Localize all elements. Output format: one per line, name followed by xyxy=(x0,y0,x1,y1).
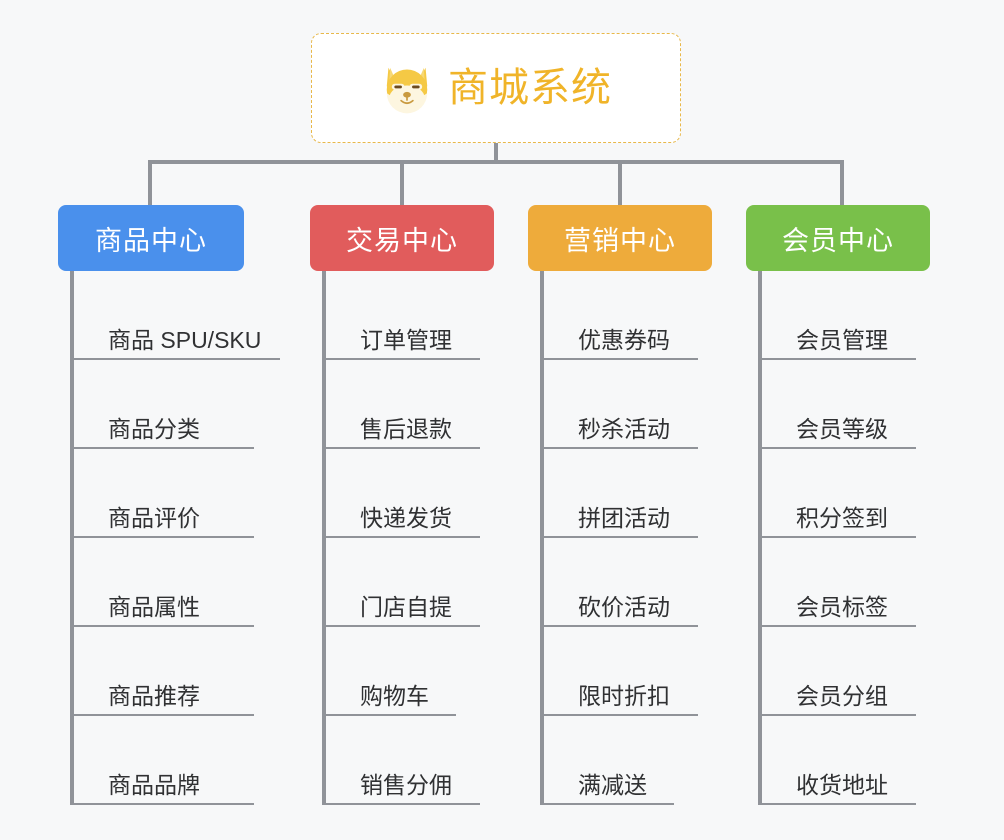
leaf-label: 限时折扣 xyxy=(578,682,670,709)
leaf-label: 优惠券码 xyxy=(578,326,670,353)
leaf-label: 秒杀活动 xyxy=(578,415,670,442)
leaf-item[interactable]: 订单管理 xyxy=(326,271,480,360)
leaf-item[interactable]: 砍价活动 xyxy=(544,538,698,627)
leaf-label: 会员标签 xyxy=(796,593,888,620)
leaf-label: 满减送 xyxy=(578,771,647,798)
leaf-item[interactable]: 销售分佣 xyxy=(326,716,480,805)
category-box-3[interactable]: 营销中心 xyxy=(528,205,712,271)
leaf-item[interactable]: 购物车 xyxy=(326,627,456,716)
leaf-spine-1 xyxy=(70,271,74,805)
leaf-item[interactable]: 积分签到 xyxy=(762,449,916,538)
leaf-item[interactable]: 商品属性 xyxy=(74,538,254,627)
leaf-item[interactable]: 商品分类 xyxy=(74,360,254,449)
connector-root-stem xyxy=(494,143,498,164)
leaf-item[interactable]: 拼团活动 xyxy=(544,449,698,538)
category-label-3: 营销中心 xyxy=(564,225,676,256)
leaf-label: 会员管理 xyxy=(796,326,888,353)
leaf-label: 商品属性 xyxy=(108,593,200,620)
leaf-spine-3 xyxy=(540,271,544,805)
leaf-label: 销售分佣 xyxy=(360,771,452,798)
leaf-label: 收货地址 xyxy=(796,771,888,798)
leaf-item[interactable]: 限时折扣 xyxy=(544,627,698,716)
leaf-label: 积分签到 xyxy=(796,504,888,531)
leaf-label: 售后退款 xyxy=(360,415,452,442)
category-label-4: 会员中心 xyxy=(782,225,894,256)
leaf-item[interactable]: 快递发货 xyxy=(326,449,480,538)
dog-face-icon xyxy=(380,61,434,115)
leaf-item[interactable]: 商品品牌 xyxy=(74,716,254,805)
category-box-4[interactable]: 会员中心 xyxy=(746,205,930,271)
leaf-label: 商品 SPU/SKU xyxy=(108,326,262,353)
leaf-label: 商品推荐 xyxy=(108,682,200,709)
leaf-label: 商品评价 xyxy=(108,504,200,531)
leaf-item[interactable]: 商品推荐 xyxy=(74,627,254,716)
leaf-item[interactable]: 商品 SPU/SKU xyxy=(74,271,280,360)
leaf-item[interactable]: 会员等级 xyxy=(762,360,916,449)
category-box-2[interactable]: 交易中心 xyxy=(310,205,494,271)
connector-drop-3 xyxy=(618,160,622,206)
category-label-2: 交易中心 xyxy=(346,225,458,256)
leaf-label: 商品品牌 xyxy=(108,771,200,798)
leaf-label: 砍价活动 xyxy=(578,593,670,620)
leaf-label: 会员等级 xyxy=(796,415,888,442)
connector-horizontal-bus xyxy=(148,160,844,164)
leaf-label: 商品分类 xyxy=(108,415,200,442)
connector-drop-1 xyxy=(148,160,152,206)
leaf-item[interactable]: 会员管理 xyxy=(762,271,916,360)
category-box-1[interactable]: 商品中心 xyxy=(58,205,244,271)
leaf-label: 订单管理 xyxy=(360,326,452,353)
root-title: 商城系统 xyxy=(448,66,612,110)
leaf-label: 购物车 xyxy=(360,682,429,709)
leaf-item[interactable]: 秒杀活动 xyxy=(544,360,698,449)
leaf-spine-2 xyxy=(322,271,326,805)
leaf-spine-4 xyxy=(758,271,762,805)
connector-drop-4 xyxy=(840,160,844,206)
root-node[interactable]: 商城系统 xyxy=(311,33,681,143)
leaf-item[interactable]: 收货地址 xyxy=(762,716,916,805)
connector-drop-2 xyxy=(400,160,404,206)
category-label-1: 商品中心 xyxy=(95,225,207,256)
leaf-item[interactable]: 满减送 xyxy=(544,716,674,805)
leaf-label: 拼团活动 xyxy=(578,504,670,531)
leaf-label: 会员分组 xyxy=(796,682,888,709)
leaf-item[interactable]: 售后退款 xyxy=(326,360,480,449)
leaf-item[interactable]: 会员标签 xyxy=(762,538,916,627)
leaf-label: 快递发货 xyxy=(360,504,452,531)
leaf-item[interactable]: 门店自提 xyxy=(326,538,480,627)
leaf-item[interactable]: 商品评价 xyxy=(74,449,254,538)
leaf-item[interactable]: 会员分组 xyxy=(762,627,916,716)
leaf-item[interactable]: 优惠券码 xyxy=(544,271,698,360)
leaf-label: 门店自提 xyxy=(360,593,452,620)
